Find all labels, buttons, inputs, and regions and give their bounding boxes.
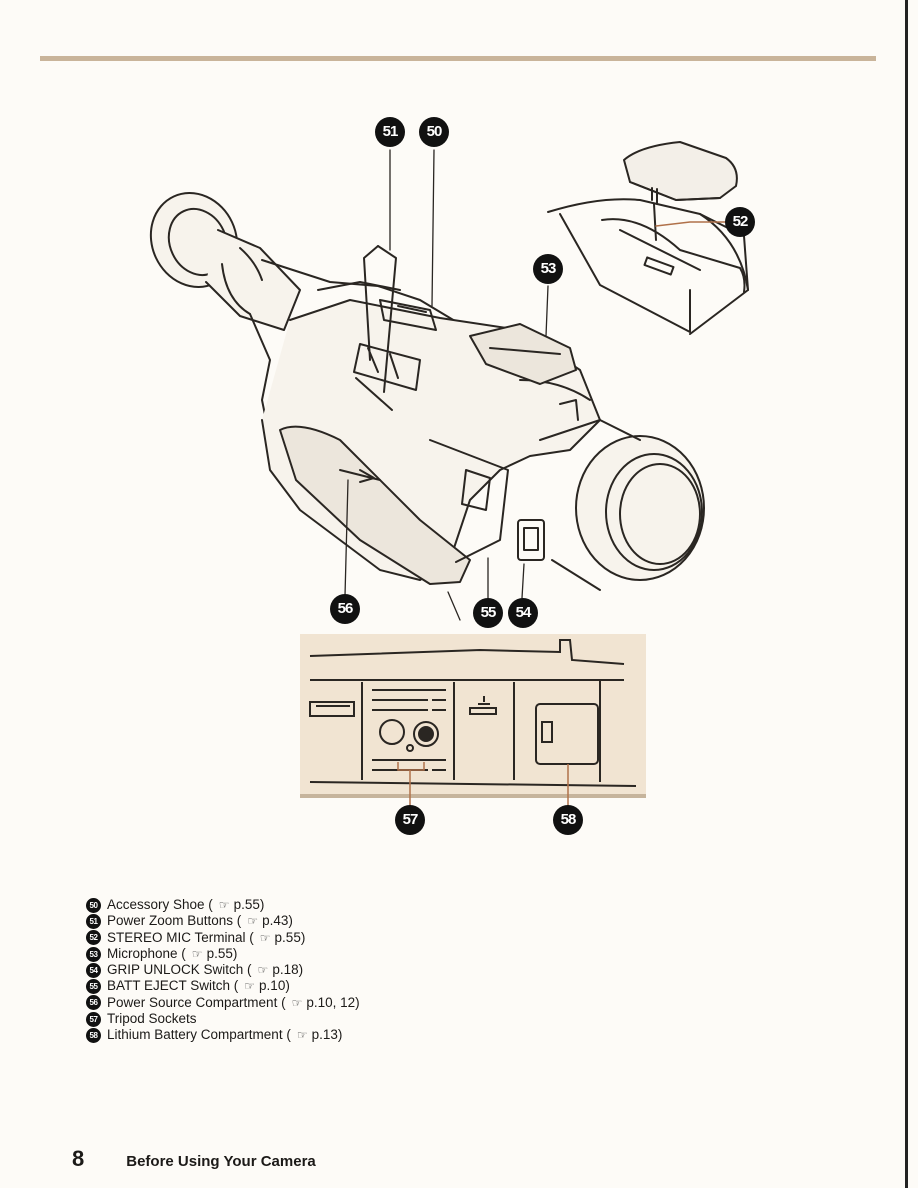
callout-54: 54 (508, 598, 538, 628)
legend-page-ref: p.55) (233, 897, 265, 912)
section-title: Before Using Your Camera (126, 1153, 316, 1170)
callout-52: 52 (725, 207, 755, 237)
parts-legend: 50 Accessory Shoe ( ☞ p.55) 51 Power Zoo… (86, 897, 606, 1044)
pointing-hand-icon: ☞ (244, 979, 256, 994)
legend-page-ref: p.55) (206, 945, 238, 961)
legend-item: 54 GRIP UNLOCK Switch ( ☞ p.18) (86, 962, 606, 978)
page-number: 8 (72, 1146, 85, 1171)
legend-label: Power Zoom Buttons ( (107, 913, 242, 929)
callout-51: 51 (375, 117, 405, 147)
header-band (40, 56, 876, 61)
pointing-hand-icon: ☞ (257, 963, 269, 978)
legend-item: 51 Power Zoom Buttons ( ☞ p.43) (86, 913, 606, 929)
legend-label: Lithium Battery Compartment ( (107, 1027, 291, 1043)
legend-number: 51 (86, 913, 101, 929)
legend-label: Tripod Sockets (107, 1011, 197, 1027)
page-footer: 8 Before Using Your Camera (72, 1146, 316, 1172)
legend-page-ref: p.10) (259, 978, 290, 994)
callout-55: 55 (473, 598, 503, 628)
callout-57: 57 (395, 805, 425, 835)
pointing-hand-icon: ☞ (259, 930, 271, 945)
pointing-hand-icon: ☞ (191, 946, 203, 961)
legend-number: 50 (86, 897, 101, 913)
bottom-view-inset (300, 634, 646, 806)
callout-53: 53 (533, 254, 563, 284)
legend-number: 55 (86, 979, 101, 995)
legend-label: BATT EJECT Switch ( (107, 978, 239, 994)
microphone-accessory-drawing (547, 141, 749, 335)
legend-item: 56 Power Source Compartment ( ☞ p.10, 12… (86, 995, 606, 1011)
legend-label: STEREO MIC Terminal ( (107, 929, 254, 945)
legend-page-ref: p.55) (274, 929, 306, 945)
legend-item: 57 Tripod Sockets (86, 1011, 606, 1027)
legend-label: Power Source Compartment ( (107, 994, 286, 1010)
legend-page-ref: p.13) (311, 1027, 343, 1043)
legend-label: Microphone ( (107, 945, 186, 961)
right-border-rule (905, 0, 908, 1188)
pointing-hand-icon: ☞ (296, 1028, 308, 1043)
legend-number: 53 (86, 946, 101, 962)
camcorder-body-drawing (149, 149, 705, 621)
legend-number: 57 (86, 1011, 101, 1027)
callout-58: 58 (553, 805, 583, 835)
legend-page-ref: p.18) (272, 962, 304, 978)
pointing-hand-icon: ☞ (218, 898, 230, 912)
legend-page-ref: p.10, 12) (306, 994, 360, 1010)
pointing-hand-icon: ☞ (247, 914, 259, 929)
legend-item: 50 Accessory Shoe ( ☞ p.55) (86, 897, 606, 913)
legend-number: 56 (86, 995, 101, 1011)
legend-item: 52 STEREO MIC Terminal ( ☞ p.55) (86, 930, 606, 946)
legend-page-ref: p.43) (262, 913, 293, 929)
callout-50: 50 (419, 117, 449, 147)
legend-label: GRIP UNLOCK Switch ( (107, 962, 252, 978)
pointing-hand-icon: ☞ (291, 995, 303, 1010)
legend-number: 54 (86, 962, 101, 978)
legend-label: Accessory Shoe ( (107, 897, 213, 912)
legend-item: 58 Lithium Battery Compartment ( ☞ p.13) (86, 1027, 606, 1044)
legend-item: 53 Microphone ( ☞ p.55) (86, 946, 606, 962)
legend-item: 55 BATT EJECT Switch ( ☞ p.10) (86, 978, 606, 995)
legend-number: 58 (86, 1028, 101, 1044)
callout-56: 56 (330, 594, 360, 624)
legend-number: 52 (86, 930, 101, 946)
